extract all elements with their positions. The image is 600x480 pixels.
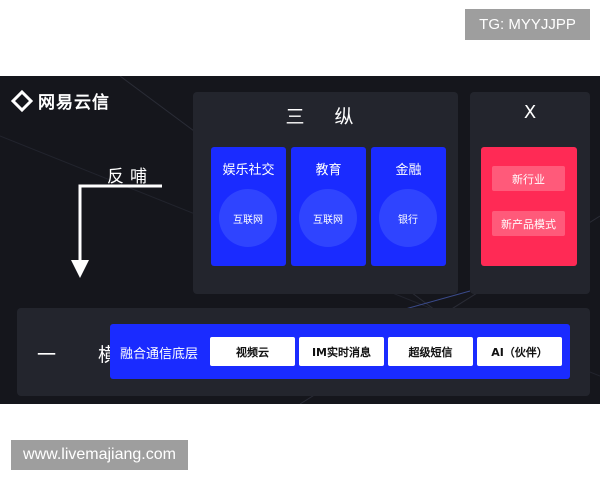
card-badge: 银行 [379,189,437,247]
card-title: 金融 [395,163,422,178]
card-badge: 互联网 [219,189,277,247]
card-finance: 金融 银行 [371,147,446,266]
foundation-item-video-cloud: 视频云 [210,337,295,366]
netease-yunxin-logo-icon [10,89,34,112]
x-item-new-product-model: 新产品模式 [492,211,565,236]
foundation-item-im: IM实时消息 [299,337,384,366]
foundation-title: 融合通信底层 [120,347,199,362]
card-entertainment-social: 娱乐社交 互联网 [211,147,286,266]
strategy-banner: 网易云信 反哺 三 纵 娱乐社交 互联网 教育 互联网 金融 银行 [0,76,600,404]
horizontal-label: 一 横 [37,344,136,366]
x-card: 新行业 新产品模式 [481,147,577,266]
card-title: 教育 [315,163,342,178]
foundation-item-super-sms: 超级短信 [388,337,473,366]
watermark-bottom: www.livemajiang.com [11,440,188,470]
x-item-new-industry: 新行业 [492,166,565,191]
arrow-down-icon [71,184,162,278]
vertical-cards: 娱乐社交 互联网 教育 互联网 金融 银行 [211,147,446,266]
x-title: X [523,102,537,123]
feedback-label: 反哺 [107,167,153,187]
logo-text: 网易云信 [38,93,110,113]
foundation-bar: 融合通信底层 视频云 IM实时消息 超级短信 AI（伙伴） [110,324,570,379]
watermark-top: TG: MYYJJPP [465,9,590,40]
card-education: 教育 互联网 [291,147,366,266]
logo: 网易云信 [10,88,110,113]
foundation-items: 视频云 IM实时消息 超级短信 AI（伙伴） [210,337,562,366]
x-panel: X 新行业 新产品模式 [470,92,590,294]
card-title: 娱乐社交 [222,163,275,178]
horizontal-panel: 一 横 融合通信底层 视频云 IM实时消息 超级短信 AI（伙伴） [17,308,590,396]
vertical-panel: 三 纵 娱乐社交 互联网 教育 互联网 金融 银行 [193,92,458,294]
vertical-title: 三 纵 [285,106,366,128]
foundation-item-ai: AI（伙伴） [477,337,562,366]
card-badge: 互联网 [299,189,357,247]
